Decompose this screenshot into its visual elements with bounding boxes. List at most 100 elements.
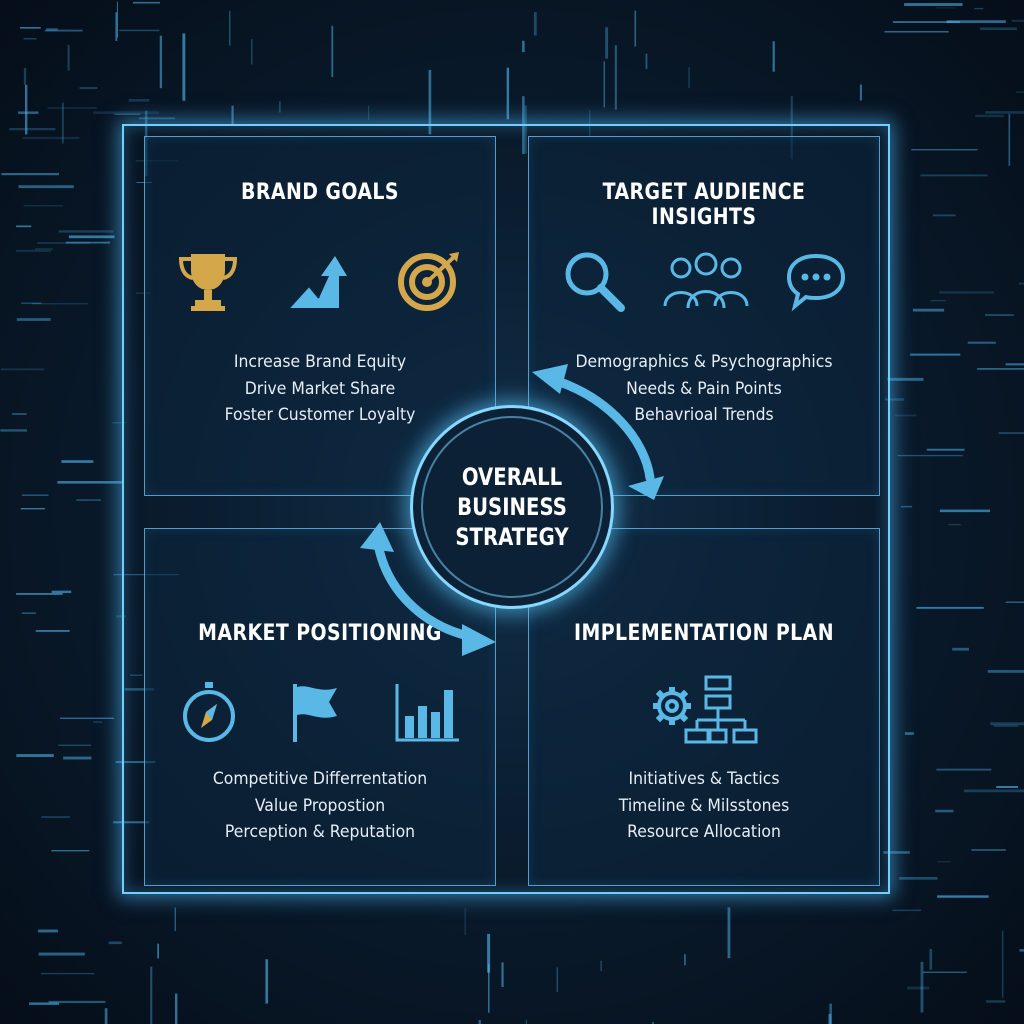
background-streak — [987, 669, 1024, 673]
speech-bubble-icon — [786, 253, 846, 312]
background-streak — [51, 590, 72, 594]
quadrant-implementation-plan — [528, 528, 880, 886]
background-streak — [887, 377, 924, 381]
background-streak — [48, 1000, 106, 1004]
people-group-icon — [663, 252, 749, 309]
background-streak — [916, 606, 984, 609]
background-streak — [124, 688, 155, 691]
list-item: Behavrioal Trends — [634, 405, 774, 425]
background-streak — [157, 943, 159, 959]
background-streak — [533, 12, 537, 36]
background-streak — [24, 84, 28, 135]
background-streak — [16, 249, 51, 252]
background-streak — [108, 941, 122, 945]
background-streak — [279, 101, 281, 113]
background-streak — [939, 291, 995, 294]
background-streak — [138, 117, 175, 120]
background-streak — [885, 398, 905, 401]
background-streak — [904, 3, 963, 7]
background-streak — [645, 53, 648, 70]
background-streak — [952, 647, 969, 651]
background-streak — [35, 629, 70, 632]
background-streak — [58, 230, 114, 233]
list-item: Demographics & Psychographics — [575, 352, 833, 372]
background-streak — [29, 1002, 60, 1005]
background-streak — [727, 907, 731, 959]
background-streak — [38, 929, 58, 933]
background-streak — [884, 31, 949, 33]
background-streak — [428, 69, 432, 135]
background-streak — [21, 302, 42, 304]
background-streak — [115, 12, 118, 41]
target-icon — [398, 252, 459, 311]
background-streak — [937, 861, 951, 863]
background-streak — [159, 35, 163, 89]
background-streak — [963, 789, 1024, 793]
background-streak — [556, 967, 559, 993]
background-streak — [175, 993, 178, 1024]
background-streak — [112, 421, 126, 424]
growth-arrow-icon — [288, 256, 347, 309]
background-streak — [18, 111, 39, 114]
background-streak — [22, 136, 80, 140]
background-streak — [910, 353, 961, 356]
background-streak — [47, 107, 97, 109]
background-streak — [51, 850, 90, 852]
background-streak — [46, 28, 58, 31]
background-streak — [58, 744, 91, 747]
background-streak — [772, 41, 775, 72]
background-streak — [897, 454, 963, 457]
background-streak — [61, 460, 94, 463]
background-streak — [926, 448, 965, 451]
background-streak — [600, 960, 602, 971]
background-streak — [524, 105, 527, 154]
background-streak — [920, 174, 988, 177]
background-streak — [38, 952, 85, 956]
background-streak — [119, 29, 160, 32]
background-streak — [967, 341, 996, 344]
background-streak — [35, 248, 54, 250]
background-streak — [912, 308, 945, 312]
background-streak — [975, 114, 1004, 118]
background-streak — [603, 61, 605, 108]
background-streak — [19, 27, 41, 29]
icon-row-implementation-plan — [528, 674, 880, 748]
background-streak — [36, 242, 90, 244]
icon-row-market-positioning — [144, 680, 496, 744]
background-streak — [41, 816, 70, 818]
list-item: Resource Allocation — [627, 822, 781, 842]
list-item: Perception & Reputation — [224, 822, 416, 842]
background-streak — [932, 214, 956, 217]
background-streak — [331, 25, 334, 77]
background-streak — [974, 7, 984, 10]
background-streak — [920, 961, 924, 1013]
background-streak — [0, 368, 45, 371]
background-streak — [1018, 282, 1024, 285]
background-streak — [990, 722, 1024, 726]
background-streak — [129, 674, 143, 676]
background-streak — [40, 972, 95, 975]
background-streak — [939, 509, 991, 513]
background-streak — [21, 612, 37, 614]
background-streak — [16, 593, 63, 595]
magnifier-icon — [565, 252, 625, 312]
background-streak — [935, 7, 956, 9]
background-streak — [993, 724, 1019, 727]
bar-chart-icon — [395, 684, 459, 742]
background-streak — [61, 102, 64, 144]
background-streak — [23, 204, 64, 207]
background-streak — [128, 98, 150, 102]
background-streak — [688, 67, 691, 88]
background-streak — [93, 111, 160, 114]
background-streak — [93, 721, 103, 723]
background-streak — [487, 933, 491, 973]
background-streak — [684, 954, 686, 966]
list-item: Competitive Differrentation — [212, 769, 428, 789]
compass-icon — [183, 682, 235, 742]
background-streak — [76, 499, 102, 501]
background-streak — [478, 1020, 481, 1024]
background-streak — [892, 21, 961, 23]
background-streak — [996, 785, 1019, 788]
background-streak — [936, 768, 992, 771]
background-streak — [113, 821, 150, 824]
